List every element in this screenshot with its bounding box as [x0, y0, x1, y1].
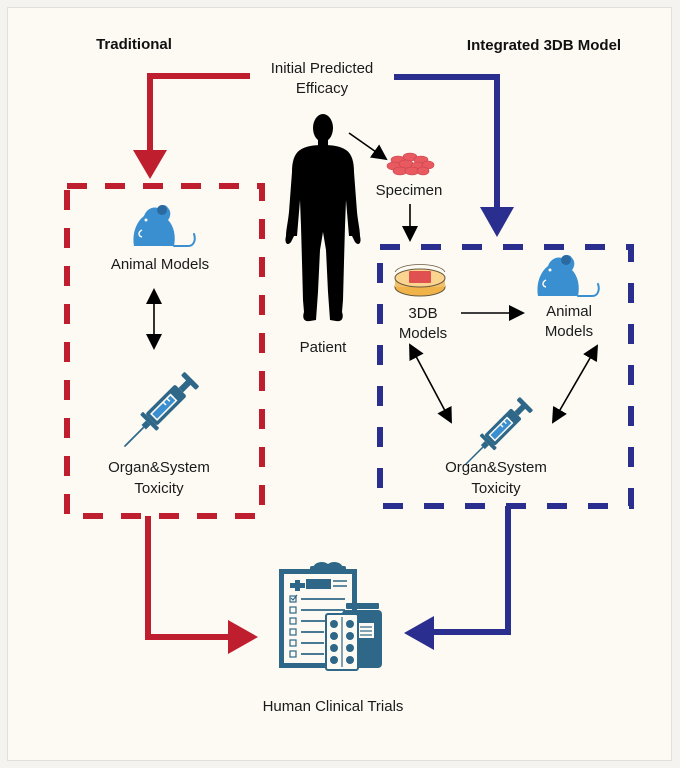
patient-to-specimen-arrow: [348, 132, 388, 161]
3db-label-line1: 3DB: [408, 305, 437, 322]
integrated-to-trials-arrow: [404, 506, 511, 650]
3db-toxicity-double-arrow: [409, 343, 452, 424]
start-label-line1: Initial Predicted: [271, 60, 374, 77]
outcome-label: Human Clinical Trials: [263, 698, 404, 715]
traditional-animal-label: Animal Models: [111, 256, 209, 273]
integrated-start-arrow: [394, 74, 514, 237]
animal-toxicity-double-arrow: [551, 344, 599, 424]
mouse-icon: [536, 254, 600, 297]
traditional-to-trials-arrow: [145, 516, 258, 654]
integrated-animal-line1: Animal: [546, 303, 592, 320]
specimen-label: Specimen: [376, 182, 443, 199]
syringe-icon: [115, 370, 201, 456]
traditional-box: [64, 183, 265, 519]
3db-label-line2: Models: [399, 325, 447, 342]
integrated-box: [377, 244, 634, 509]
clipboard-medication-icon: [279, 561, 382, 671]
integrated-tox-line2: Toxicity: [471, 480, 521, 497]
integrated-tox-line1: Organ&System: [445, 459, 547, 476]
cell-cluster-icon: [386, 152, 435, 176]
petri-dish-icon: [394, 264, 446, 297]
integrated-header: Integrated 3DB Model: [467, 37, 621, 54]
start-label-line2: Efficacy: [296, 80, 349, 97]
traditional-start-arrow: [133, 73, 250, 179]
integrated-animal-line2: Models: [545, 323, 593, 340]
mouse-icon: [132, 204, 196, 247]
patient-label: Patient: [300, 339, 348, 356]
traditional-header: Traditional: [96, 36, 172, 53]
person-silhouette-icon: [285, 114, 361, 322]
traditional-tox-line2: Toxicity: [134, 480, 184, 497]
traditional-tox-line1: Organ&System: [108, 459, 210, 476]
